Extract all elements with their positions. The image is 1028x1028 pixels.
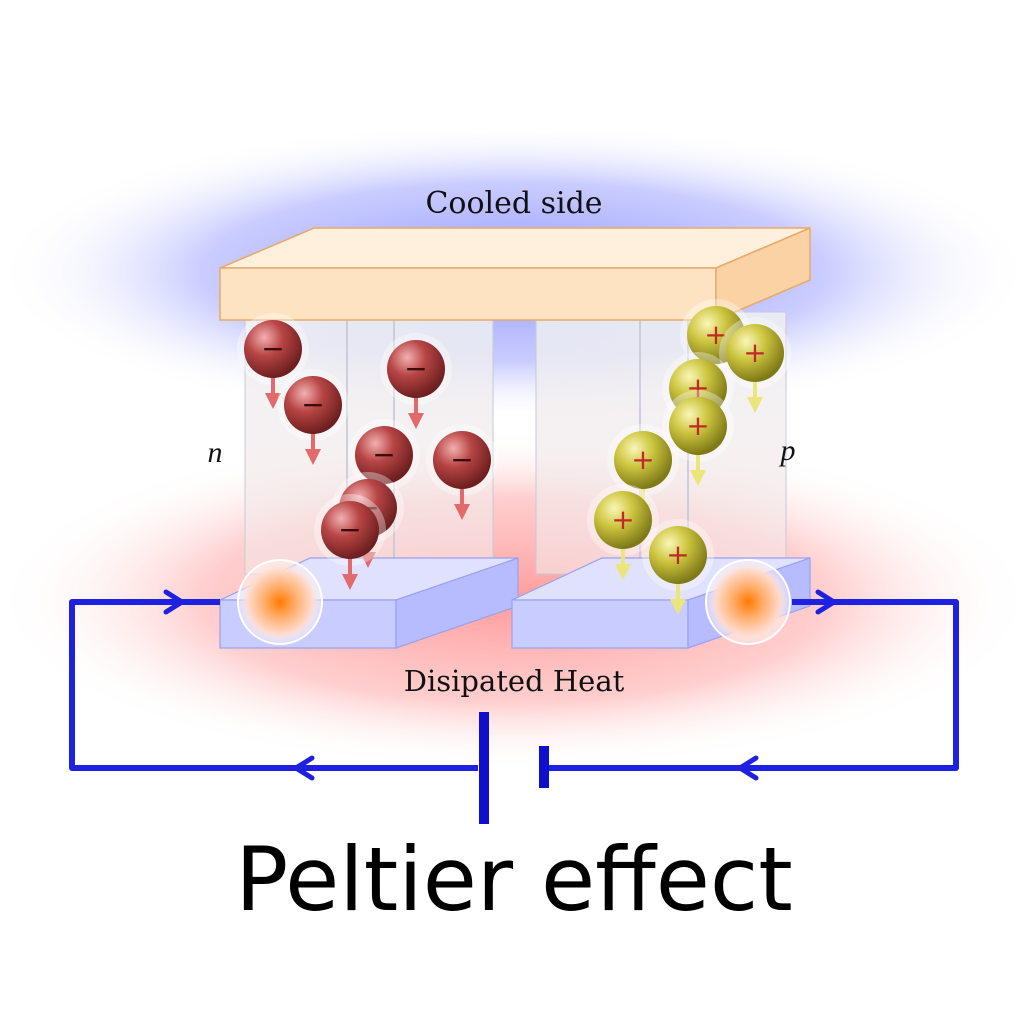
cooled-side-label: Cooled side <box>425 186 602 221</box>
plus-sign: + <box>631 443 654 476</box>
electron: − <box>277 369 349 465</box>
electron: − <box>380 333 452 429</box>
minus-sign: − <box>404 352 427 385</box>
cooled-plate <box>219 226 811 322</box>
arrow-right-icon <box>815 589 839 615</box>
electron-group: −−−−−−− <box>237 313 498 590</box>
plus-sign: + <box>686 409 709 442</box>
current-direction-arrows <box>163 589 839 781</box>
plus-sign: + <box>704 318 727 351</box>
minus-sign: − <box>372 438 395 471</box>
hole: + <box>719 317 791 413</box>
n-type-label: n <box>208 436 223 469</box>
minus-sign: − <box>338 513 361 546</box>
minus-sign: − <box>450 443 473 476</box>
hole: + <box>607 424 679 520</box>
hole-group: + + + + + + + <box>587 299 791 615</box>
p-type-label: p <box>779 434 796 467</box>
circuit-wire <box>69 599 959 771</box>
diagram-caption: Peltier effect <box>235 828 793 931</box>
dissipated-heat-label: Disipated Heat <box>404 664 625 698</box>
plus-sign: + <box>743 336 766 369</box>
arrow-left-icon <box>291 755 315 781</box>
electron: − <box>237 313 309 409</box>
battery-symbol <box>479 712 549 824</box>
arrow-right-icon <box>163 589 187 615</box>
hole: + <box>662 390 734 486</box>
electron: − <box>426 424 498 520</box>
plus-sign: + <box>666 538 689 571</box>
minus-sign: − <box>301 388 324 421</box>
electron: − <box>314 494 386 590</box>
arrow-left-icon <box>735 755 759 781</box>
plus-sign: + <box>686 371 709 404</box>
electron: − <box>348 419 420 515</box>
hole: + <box>587 484 659 580</box>
plus-sign: + <box>611 503 634 536</box>
hole: + <box>642 519 714 615</box>
right-hotspot <box>705 559 791 645</box>
minus-sign: − <box>261 332 284 365</box>
left-hotspot <box>237 559 323 645</box>
